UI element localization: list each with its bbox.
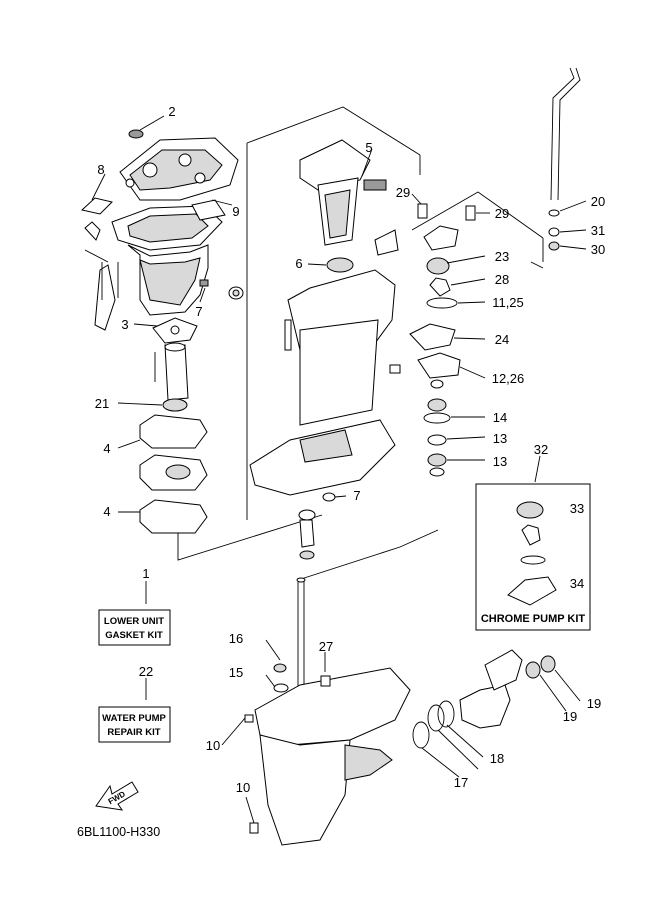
callout-34: 34 bbox=[570, 576, 584, 591]
callout-14: 14 bbox=[493, 410, 507, 425]
callout-23: 23 bbox=[495, 249, 509, 264]
callout-2: 2 bbox=[168, 104, 175, 119]
lower-unit-kit-line1: LOWER UNIT bbox=[104, 616, 164, 627]
callout-13-top: 13 bbox=[493, 431, 507, 446]
callout-7-lower: 7 bbox=[353, 488, 360, 503]
callout-30: 30 bbox=[591, 242, 605, 257]
water-tube-assembly bbox=[548, 67, 581, 251]
upper-casing-assembly bbox=[249, 139, 401, 560]
callout-5: 5 bbox=[365, 140, 372, 155]
callout-19-right: 19 bbox=[587, 696, 601, 711]
callout-33: 33 bbox=[570, 501, 584, 516]
callout-16: 16 bbox=[229, 631, 243, 646]
group-frame-lines bbox=[177, 106, 544, 581]
callout-19-left: 19 bbox=[563, 709, 577, 724]
water-pump-kit-line1: WATER PUMP bbox=[102, 713, 166, 724]
callout-1: 1 bbox=[142, 566, 149, 581]
callout-24: 24 bbox=[495, 332, 509, 347]
callout-13-bottom: 13 bbox=[493, 454, 507, 469]
callout-12-26: 12,26 bbox=[492, 371, 525, 386]
leader-lines bbox=[91, 115, 587, 824]
callout-32: 32 bbox=[534, 442, 548, 457]
lower-unit-gasket-kit-box: LOWER UNIT GASKET KIT bbox=[98, 609, 171, 646]
gasket-stack bbox=[139, 398, 208, 534]
callout-4-bottom: 4 bbox=[103, 504, 110, 519]
callout-27: 27 bbox=[319, 639, 333, 654]
lower-unit-assembly bbox=[244, 577, 556, 846]
chrome-pump-kit-label: CHROME PUMP KIT bbox=[481, 613, 586, 625]
callout-10-upper: 10 bbox=[206, 738, 220, 753]
callout-8: 8 bbox=[97, 162, 104, 177]
callout-22: 22 bbox=[139, 664, 153, 679]
callout-3: 3 bbox=[121, 317, 128, 332]
callout-18: 18 bbox=[490, 751, 504, 766]
callout-28: 28 bbox=[495, 272, 509, 287]
callout-15: 15 bbox=[229, 665, 243, 680]
callout-9: 9 bbox=[232, 204, 239, 219]
callout-4-top: 4 bbox=[103, 441, 110, 456]
fwd-arrow: FWD bbox=[95, 781, 139, 811]
callout-31: 31 bbox=[591, 223, 605, 238]
callout-29-left: 29 bbox=[396, 185, 410, 200]
callout-7-upper: 7 bbox=[195, 304, 202, 319]
exhaust-guide-assembly bbox=[80, 129, 244, 401]
water-pump-stack bbox=[409, 203, 476, 477]
callout-6: 6 bbox=[295, 256, 302, 271]
lower-unit-kit-line2: GASKET KIT bbox=[105, 630, 163, 641]
callout-20: 20 bbox=[591, 194, 605, 209]
water-pump-kit-line2: REPAIR KIT bbox=[107, 727, 160, 738]
callout-10-lower: 10 bbox=[236, 780, 250, 795]
diagram-code: 6BL1100-H330 bbox=[77, 825, 160, 839]
callout-numbers: 2 8 9 3 7 21 4 4 5 6 7 29 29 23 28 11,25… bbox=[95, 104, 605, 795]
callout-11-25: 11,25 bbox=[492, 295, 524, 310]
callout-17: 17 bbox=[454, 775, 468, 790]
callout-21: 21 bbox=[95, 396, 109, 411]
chrome-pump-kit-box: CHROME PUMP KIT bbox=[475, 483, 591, 631]
water-pump-repair-kit-box: WATER PUMP REPAIR KIT bbox=[98, 706, 171, 743]
callout-29-right: 29 bbox=[495, 206, 509, 221]
